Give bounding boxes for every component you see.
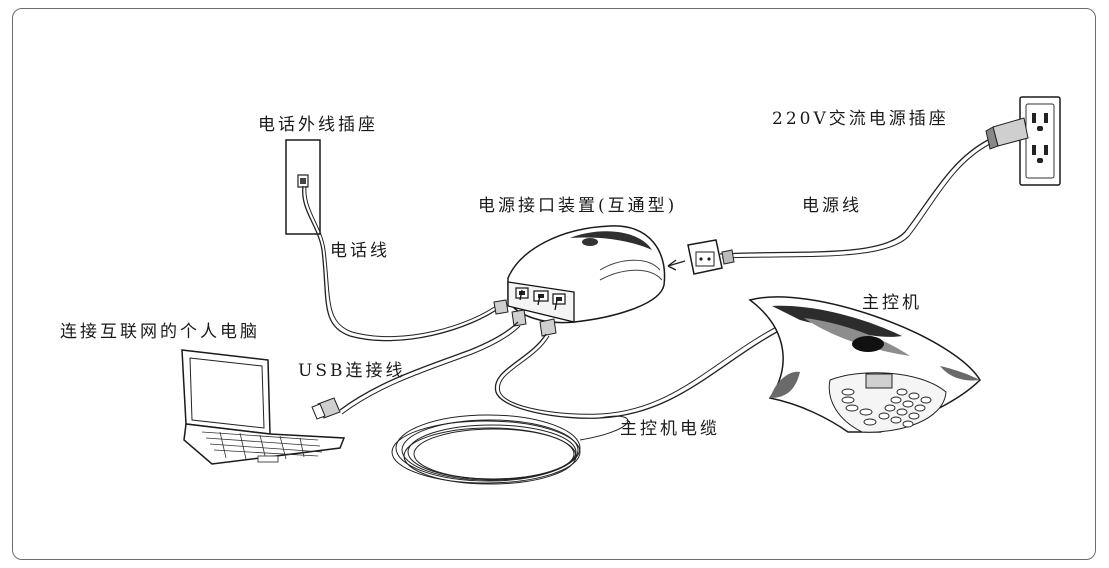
power-outlet-icon xyxy=(1019,96,1061,186)
power-cord-cable xyxy=(719,139,989,255)
phone-line-label: 电话线 xyxy=(330,241,390,261)
power-cord-cable-inner xyxy=(721,143,991,259)
conference-phone-icon xyxy=(748,296,981,433)
usb-plug xyxy=(311,397,341,420)
power-cord-label: 电源线 xyxy=(802,196,862,216)
phone-line-cable xyxy=(302,185,503,342)
laptop-icon xyxy=(181,349,346,465)
port-connectors xyxy=(493,289,558,337)
console-cable-label: 主控机电缆 xyxy=(620,419,720,439)
phone-line-cable-inner xyxy=(305,185,501,338)
power-interface-module-icon xyxy=(507,225,666,324)
console-cable xyxy=(494,324,791,419)
power-outlet-label: 220V交流电源插座 xyxy=(772,109,949,129)
power-interface-label: 电源接口装置(互通型) xyxy=(478,196,678,216)
console-cable-inner xyxy=(499,320,789,415)
power-plug xyxy=(985,117,1029,150)
cable-coil xyxy=(391,414,629,485)
console-label: 主控机 xyxy=(862,293,922,313)
usb-cable xyxy=(339,321,519,411)
internet-pc-label: 连接互联网的个人电脑 xyxy=(60,322,260,342)
usb-cable-inner xyxy=(341,325,521,415)
wall-phone-jack-label: 电话外线插座 xyxy=(258,115,378,135)
diagram-frame xyxy=(12,8,1096,560)
iec-connector xyxy=(667,239,735,275)
usb-cable-label: USB连接线 xyxy=(298,361,406,381)
